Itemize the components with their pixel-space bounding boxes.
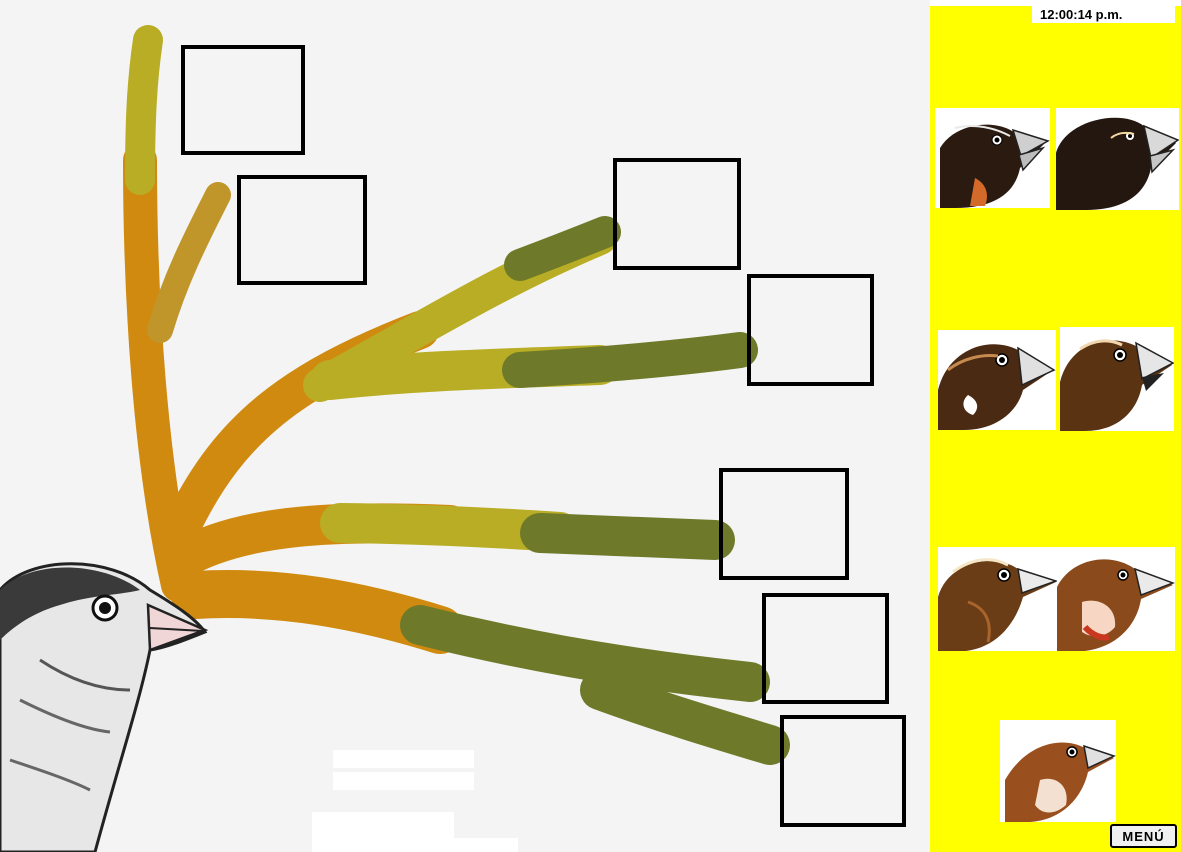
drop-target-box[interactable] [181, 45, 305, 155]
drop-target-box[interactable] [780, 715, 906, 827]
large-ground-finch-head-icon [1056, 108, 1179, 210]
bird-card[interactable] [938, 330, 1056, 430]
drop-target-box[interactable] [747, 274, 874, 386]
tree-finch-head-icon [938, 330, 1056, 430]
game-stage [0, 0, 930, 852]
bird-card[interactable] [1056, 108, 1179, 210]
drop-target-box[interactable] [719, 468, 849, 580]
bird-card[interactable] [1060, 327, 1174, 431]
drop-target-box[interactable] [613, 158, 741, 270]
clock-display: 12:00:14 p.m. [1032, 6, 1175, 23]
large-ground-finch-head-icon [935, 108, 1050, 208]
bird-card[interactable] [938, 547, 1058, 651]
drop-target-box[interactable] [762, 593, 889, 704]
menu-button[interactable]: MENÚ [1110, 824, 1177, 848]
vegetarian-finch-head-icon [1000, 720, 1116, 822]
bird-card[interactable] [1000, 720, 1116, 822]
bird-card[interactable] [1057, 547, 1175, 651]
answer-label-slot [450, 838, 518, 852]
tree-finch-head-icon [1060, 327, 1174, 431]
drop-target-box[interactable] [237, 175, 367, 285]
answer-label-slot [333, 750, 474, 768]
answer-label-slot [312, 812, 454, 852]
answer-label-slot [333, 772, 474, 790]
warbler-finch-head-icon [1057, 547, 1175, 651]
bird-card[interactable] [935, 108, 1050, 208]
ancestral-finch-head-icon [0, 564, 205, 852]
warbler-finch-head-icon [938, 547, 1058, 651]
